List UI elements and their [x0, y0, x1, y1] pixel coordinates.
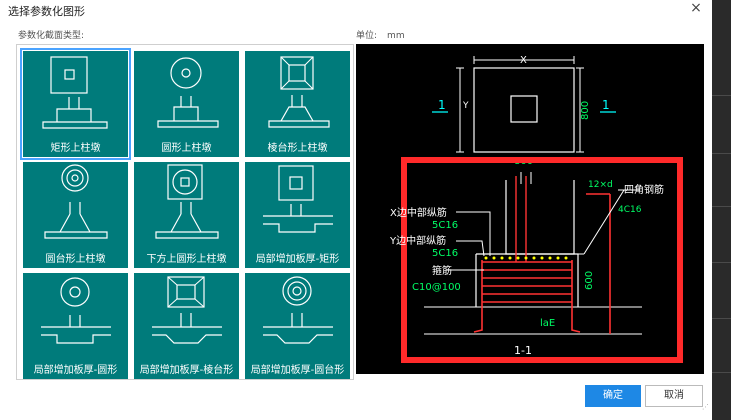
section-mark-left: 1: [438, 98, 446, 112]
tile-label: 局部增加板厚-矩形: [255, 254, 340, 265]
tile-label: 矩形上柱墩: [50, 143, 101, 154]
tile-label: 下方上圆形上柱墩: [146, 254, 227, 265]
thickened-slab-circle-icon: [41, 277, 111, 344]
corner-rebar-value: 4C16: [618, 205, 642, 215]
rebar-dots: [484, 256, 568, 260]
plan-x-label: X: [520, 55, 527, 66]
thickened-slab-frustum-icon: [152, 276, 222, 344]
dialog-title: 选择参数化图形: [8, 5, 85, 18]
unit-label: 单位:: [356, 31, 378, 41]
shape-tile-rect-column-pier[interactable]: 矩形上柱墩: [20, 48, 131, 160]
close-icon[interactable]: ×: [690, 0, 702, 16]
shape-tile-circle-column-pier[interactable]: 圆形上柱墩: [134, 51, 239, 157]
plan-dim-right: 800: [580, 101, 591, 120]
shape-type-grid: 矩形上柱墩 圆形上柱墩 棱台形上柱墩: [16, 44, 354, 380]
x-rebar-value: 5C16: [432, 220, 458, 231]
section-type-label: 参数化截面类型:: [18, 31, 85, 41]
square-bottom-round-top-pier-icon: [155, 164, 219, 239]
tile-label: 局部增加板厚-棱台形: [139, 365, 234, 376]
ok-button[interactable]: 确定: [585, 385, 641, 407]
round-frustum-column-pier-icon: [44, 164, 108, 239]
parametric-shape-dialog: 选择参数化图形 × 参数化截面类型: 单位: mm 矩形上柱墩 圆形上柱墩: [8, 0, 709, 411]
corner-rebar-label: 四角钢筋: [624, 183, 664, 196]
section-mark-right: 1: [602, 98, 610, 112]
shape-preview-panel: X Y 800 800 1 1: [356, 44, 704, 374]
tile-label: 棱台形上柱墩: [267, 143, 328, 154]
shape-tile-thickened-slab-frustum[interactable]: 局部增加板厚-棱台形: [134, 273, 239, 379]
x-rebar-label: X边中部纵筋: [390, 206, 447, 219]
cancel-button[interactable]: 取消: [645, 385, 703, 407]
plan-view: X Y 800 800 1 1: [432, 55, 616, 167]
shape-tile-square-bottom-round-top-pier[interactable]: 下方上圆形上柱墩: [134, 162, 239, 268]
thickened-slab-round-frustum-icon: [263, 276, 333, 344]
shape-tile-thickened-slab-rect[interactable]: 局部增加板厚-矩形: [245, 162, 350, 268]
unit-value: mm: [387, 31, 405, 41]
shape-tile-frustum-column-pier[interactable]: 棱台形上柱墩: [245, 51, 350, 157]
tile-label: 局部增加板厚-圆形: [33, 365, 118, 376]
shape-tile-thickened-slab-round-frustum[interactable]: 局部增加板厚-圆台形: [245, 273, 350, 379]
rect-column-pier-icon: [42, 56, 108, 129]
stirrups: [482, 261, 572, 303]
height-dim-label: 600: [584, 271, 595, 290]
tile-label: 局部增加板厚-圆台形: [250, 365, 345, 376]
unit-readout: 单位: mm: [356, 28, 405, 41]
hook-length-label: 12×d: [588, 180, 613, 190]
stirrup-value: C10@100: [412, 282, 461, 293]
plan-y-label: Y: [462, 101, 469, 111]
frustum-column-pier-icon: [268, 56, 330, 128]
tile-label: 圆台形上柱墩: [45, 254, 106, 265]
thickened-slab-rect-icon: [263, 165, 333, 233]
stirrup-label: 箍筋: [432, 264, 452, 277]
resize-grip-icon[interactable]: ⋰: [702, 403, 709, 411]
highlight-frame: [401, 157, 683, 363]
shape-tile-round-frustum-column-pier[interactable]: 圆台形上柱墩: [23, 162, 128, 268]
preview-drawing: X Y 800 800 1 1: [389, 55, 683, 363]
y-rebar-value: 5C16: [432, 248, 458, 259]
tile-label: 圆形上柱墩: [161, 143, 212, 154]
background-window-strip: [712, 0, 731, 420]
shape-tile-thickened-slab-circle[interactable]: 局部增加板厚-圆形: [23, 273, 128, 379]
circle-column-pier-icon: [157, 57, 219, 128]
section-view: X边中部纵筋 5C16 Y边中部纵筋 5C16 箍筋 C10@100 四角钢筋 …: [389, 157, 683, 363]
section-name-label: 1-1: [514, 344, 532, 357]
y-rebar-label: Y边中部纵筋: [389, 234, 446, 247]
anchor-length-label: laE: [540, 318, 555, 329]
